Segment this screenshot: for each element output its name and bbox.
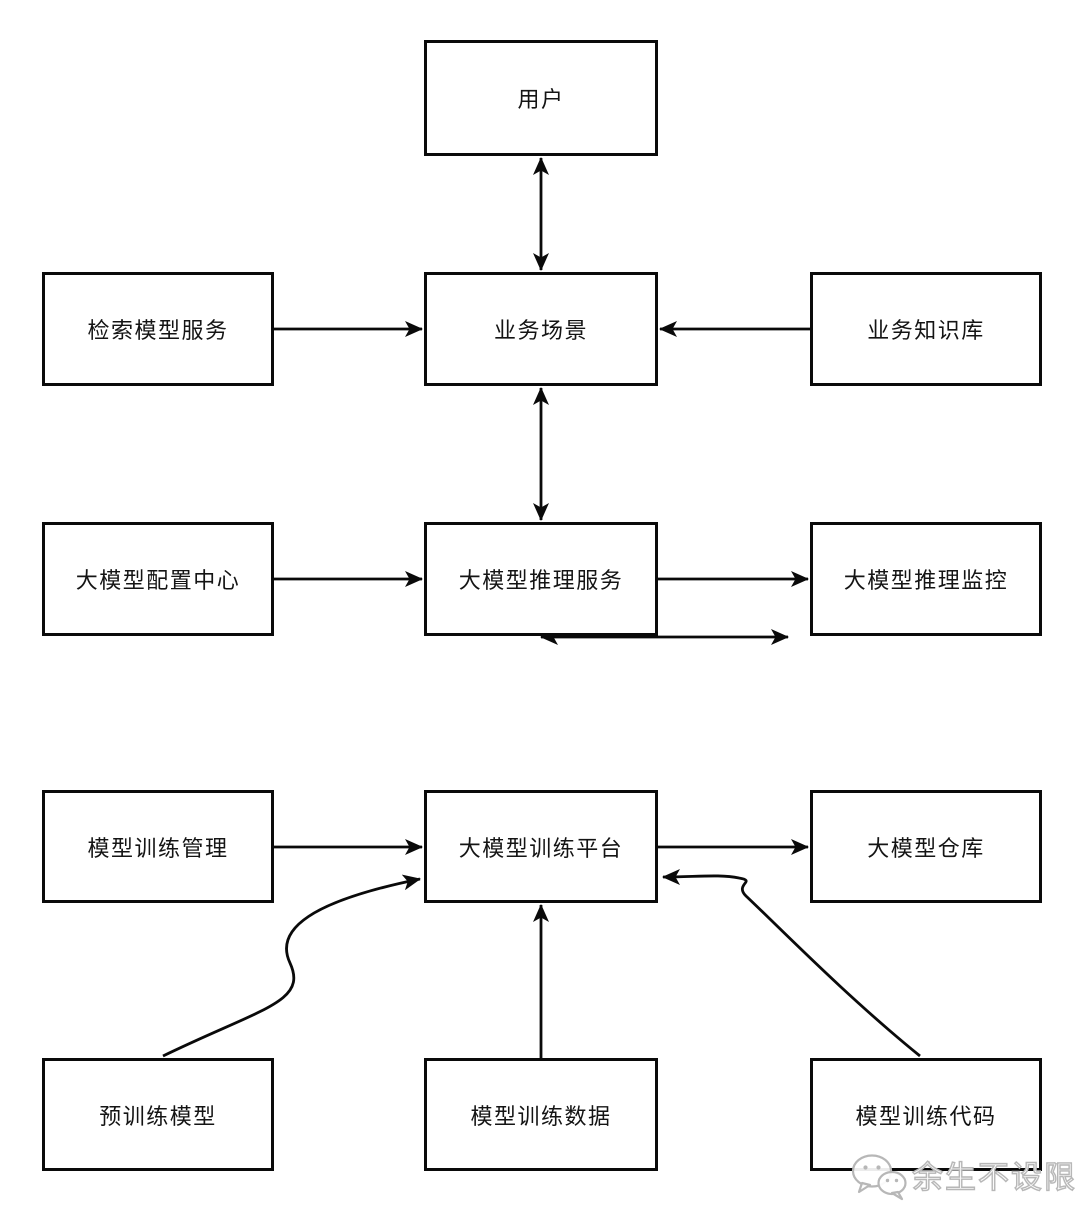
node-business-knowledge-base: 业务知识库 [810, 272, 1042, 386]
node-training-platform-label: 大模型训练平台 [458, 835, 624, 861]
arrow-pretrained-to-platform [162, 874, 421, 1058]
node-retrieval-service-label: 检索模型服务 [87, 318, 229, 343]
node-training-management: 模型训练管理 [42, 790, 274, 903]
node-business-scenario-label: 业务场景 [493, 318, 588, 343]
node-pretrained-model: 预训练模型 [42, 1058, 274, 1171]
node-training-platform: 大模型训练平台 [424, 790, 658, 903]
node-user-label: 用户 [517, 87, 565, 112]
node-config-center-label: 大模型配置中心 [75, 568, 241, 593]
node-business-scenario: 业务场景 [424, 272, 658, 386]
node-user: 用户 [424, 40, 658, 156]
node-pretrained-model-label: 预训练模型 [99, 1103, 217, 1129]
node-training-management-label: 模型训练管理 [87, 835, 229, 861]
node-retrieval-service: 检索模型服务 [42, 272, 274, 386]
node-inference-service: 大模型推理服务 [424, 522, 658, 636]
node-training-code: 模型训练代码 [810, 1058, 1042, 1171]
node-inference-monitor: 大模型推理监控 [810, 522, 1042, 636]
arrow-code-to-platform [662, 868, 921, 1058]
node-config-center: 大模型配置中心 [42, 522, 274, 636]
node-business-knowledge-base-label: 业务知识库 [867, 318, 985, 343]
node-training-code-label: 模型训练代码 [855, 1103, 997, 1129]
node-training-data-label: 模型训练数据 [470, 1103, 612, 1129]
node-model-repository-label: 大模型仓库 [867, 835, 985, 861]
node-inference-monitor-label: 大模型推理监控 [843, 568, 1009, 593]
node-model-repository: 大模型仓库 [810, 790, 1042, 903]
node-training-data: 模型训练数据 [424, 1058, 658, 1171]
node-inference-service-label: 大模型推理服务 [458, 568, 624, 593]
